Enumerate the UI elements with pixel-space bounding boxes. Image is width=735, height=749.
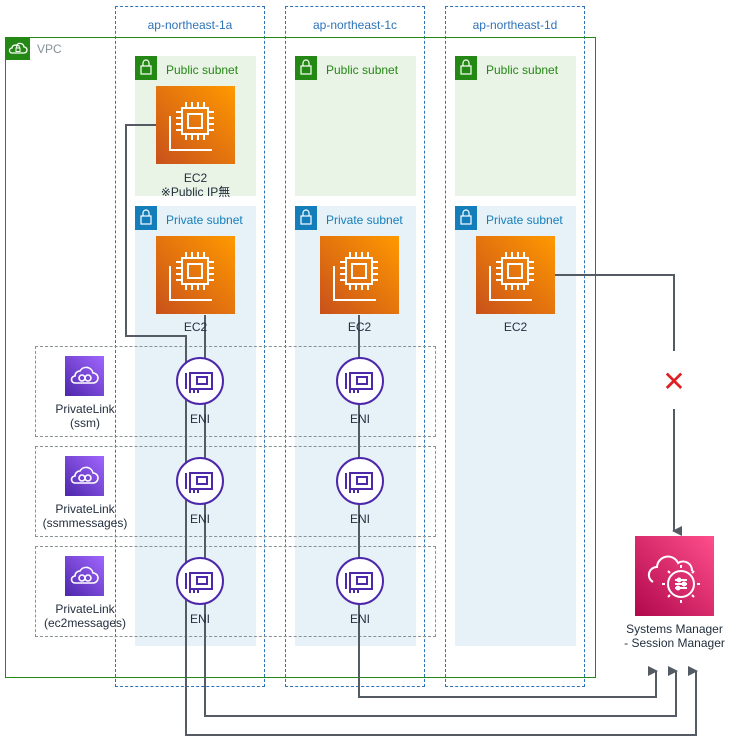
ec2-instance-icon[interactable]	[320, 236, 399, 314]
privatelink-label: PrivateLink	[55, 502, 115, 516]
privatelink-label: PrivateLink	[55, 602, 115, 616]
az-1d: ap-northeast-1d	[445, 6, 585, 687]
padlock-icon	[295, 206, 317, 230]
private-subnet-label: Private subnet	[326, 213, 403, 227]
blocked-x-mark: ✕	[660, 364, 688, 400]
connector-private-1a-ec2	[204, 315, 678, 717]
padlock-icon	[455, 56, 477, 80]
connector-private-1c-ec2	[358, 315, 658, 698]
eni-label: ENI	[189, 612, 210, 626]
padlock-icon	[135, 56, 157, 80]
systems-manager-icon[interactable]	[635, 536, 714, 616]
eni-label: ENI	[189, 512, 210, 526]
privatelink-row-ec2messages	[35, 546, 436, 637]
public-subnet-label: Public subnet	[166, 63, 239, 77]
ec2-instance-icon[interactable]	[156, 86, 235, 164]
privatelink-icon[interactable]	[65, 356, 104, 396]
connector-blocked-upper	[554, 274, 675, 351]
network-interface-icon[interactable]	[175, 456, 225, 506]
ec2-instance-icon[interactable]	[476, 236, 555, 314]
session-manager-label: - Session Manager	[624, 636, 725, 650]
network-interface-icon[interactable]	[335, 356, 385, 406]
vpc-label: VPC	[37, 42, 62, 56]
ec2-label: EC2	[183, 320, 208, 334]
padlock-icon	[135, 206, 157, 230]
privatelink-row-ssmmessages	[35, 446, 436, 537]
network-interface-icon[interactable]	[175, 356, 225, 406]
network-interface-icon[interactable]	[335, 456, 385, 506]
az-label: ap-northeast-1c	[312, 18, 398, 32]
ec2-label: EC2	[347, 320, 372, 334]
eni-label: ENI	[349, 412, 370, 426]
privatelink-service: (ec2messages)	[43, 616, 127, 630]
public-subnet-label: Public subnet	[486, 63, 559, 77]
padlock-icon	[455, 206, 477, 230]
privatelink-service: (ssm)	[70, 416, 100, 430]
vpc-cloud-icon	[6, 38, 30, 60]
az-label: ap-northeast-1d	[472, 18, 558, 32]
privatelink-icon[interactable]	[65, 556, 104, 596]
eni-label: ENI	[349, 612, 370, 626]
systems-manager-label: Systems Manager	[626, 622, 723, 636]
ec2-instance-icon[interactable]	[156, 236, 235, 314]
privatelink-service: (ssmmessages)	[42, 516, 128, 530]
ec2-label: EC2	[503, 320, 528, 334]
privatelink-icon[interactable]	[65, 456, 104, 496]
public-subnet-label: Public subnet	[326, 63, 399, 77]
network-interface-icon[interactable]	[335, 556, 385, 606]
az-label: ap-northeast-1a	[147, 18, 233, 32]
ec2-public-ip-note: ※Public IP無	[160, 185, 231, 199]
connector-public-ec2	[125, 124, 698, 736]
eni-label: ENI	[189, 412, 210, 426]
network-interface-icon[interactable]	[175, 556, 225, 606]
privatelink-label: PrivateLink	[55, 402, 115, 416]
public-subnet-1d: Public subnet	[455, 56, 576, 196]
private-subnet-label: Private subnet	[486, 213, 563, 227]
vpc-container: VPC	[5, 37, 596, 678]
ec2-label: EC2	[183, 171, 208, 185]
public-subnet-1c: Public subnet	[295, 56, 416, 196]
privatelink-row-ssm	[35, 346, 436, 437]
private-subnet-label: Private subnet	[166, 213, 243, 227]
padlock-icon	[295, 56, 317, 80]
eni-label: ENI	[349, 512, 370, 526]
